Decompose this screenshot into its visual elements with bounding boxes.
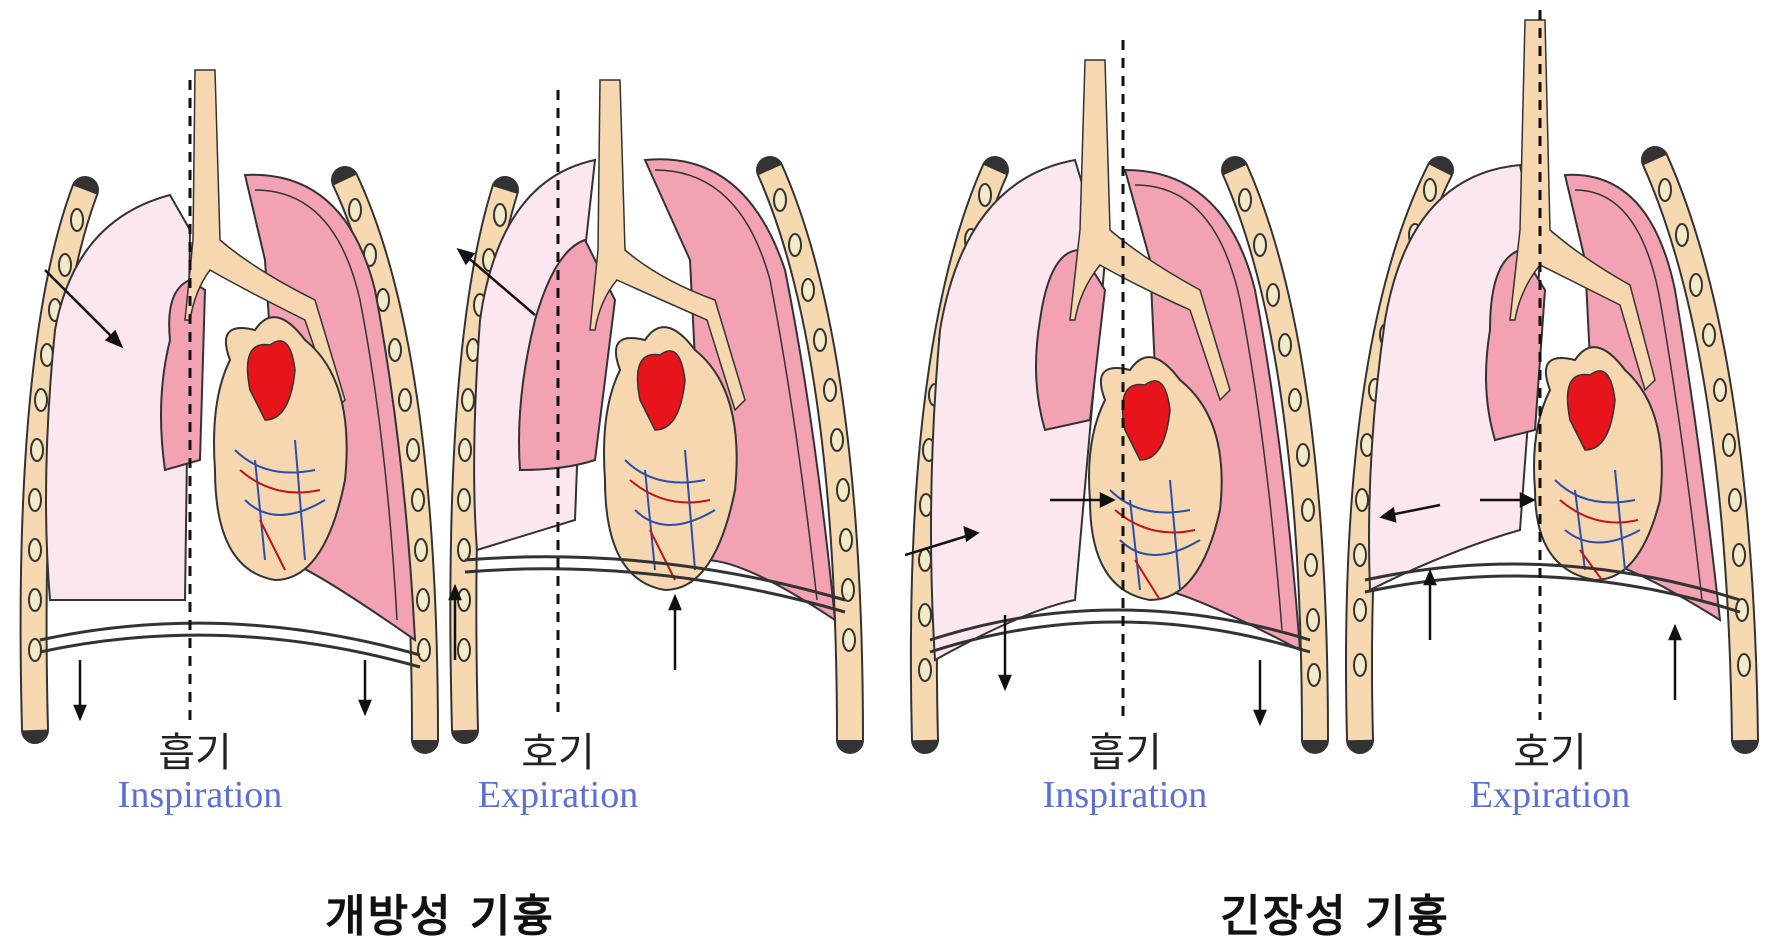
phase-label-korean: 호기 — [1450, 720, 1650, 778]
group-caption-open-pneumothorax: 개방성 기흉 — [290, 880, 590, 944]
chest-diagram — [445, 0, 875, 760]
panel-open-expiration: 호기 Expiration — [445, 0, 875, 760]
panel-tension-inspiration: 흡기 Inspiration — [905, 0, 1335, 760]
chest-diagram — [15, 0, 445, 760]
phase-label-english: Inspiration — [1015, 773, 1235, 817]
phase-label-english: Inspiration — [90, 773, 310, 817]
panel-open-inspiration: 흡기 Inspiration — [15, 0, 445, 760]
phase-label-korean: 흡기 — [1025, 720, 1225, 778]
phase-label-english: Expiration — [448, 773, 668, 817]
panel-tension-expiration: 호기 Expiration — [1340, 0, 1770, 760]
phase-label-korean: 호기 — [458, 720, 658, 778]
group-caption-tension-pneumothorax: 긴장성 기흉 — [1185, 880, 1485, 944]
chest-diagram — [1340, 0, 1770, 760]
chest-diagram — [905, 0, 1335, 760]
phase-label-korean: 흡기 — [95, 720, 295, 778]
phase-label-english: Expiration — [1440, 773, 1660, 817]
